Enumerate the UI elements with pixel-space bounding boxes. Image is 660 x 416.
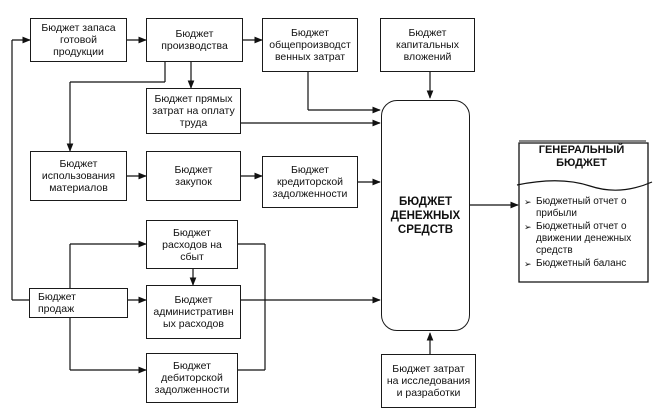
finished-goods-budget: Бюджет запаса готовой продукции (30, 18, 127, 62)
materials-usage-budget: Бюджет использования материалов (30, 151, 127, 201)
bullet-icon: ➢ (524, 222, 532, 232)
general-budget-shape (518, 142, 649, 283)
payables-budget: Бюджет кредиторской задолженности (262, 156, 358, 208)
general-budget-item: ➢Бюджетный отчет о движении денежных сре… (524, 221, 632, 256)
selling-budget: Бюджет расходов на сбыт (146, 220, 238, 269)
overhead-budget: Бюджет общепроизводст венных затрат (262, 18, 358, 72)
direct-labor-budget: Бюджет прямых затрат на оплату труда (146, 88, 241, 134)
admin-budget: Бюджет административн ых расходов (146, 285, 241, 339)
general-budget-list: ➢Бюджетный отчет о прибыли ➢Бюджетный от… (524, 196, 649, 271)
general-budget-item: ➢Бюджетный отчет о прибыли (524, 196, 627, 219)
purchases-budget: Бюджет закупок (146, 151, 241, 201)
production-budget: Бюджет производства (146, 18, 243, 62)
receivables-budget: Бюджет дебиторской задолженности (146, 353, 238, 403)
capital-budget: Бюджет капитальных вложений (380, 18, 475, 72)
general-budget-title: ГЕНЕРАЛЬНЫЙ БЮДЖЕТ (538, 144, 625, 169)
general-budget-item: ➢Бюджетный баланс (524, 258, 627, 269)
cash-budget: БЮДЖЕТ ДЕНЕЖНЫХ СРЕДСТВ (381, 100, 470, 331)
bullet-icon: ➢ (524, 259, 532, 269)
bullet-icon: ➢ (524, 197, 532, 207)
sales-budget: Бюджет продаж (29, 288, 128, 318)
rnd-budget: Бюджет затрат на исследования и разработ… (381, 354, 476, 408)
